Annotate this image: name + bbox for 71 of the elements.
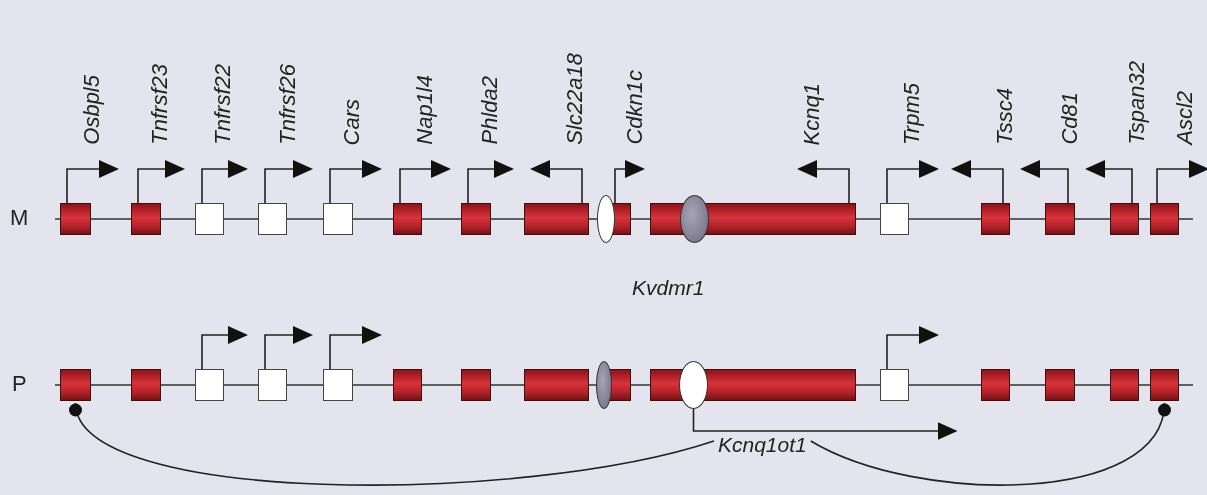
gene-box bbox=[1150, 203, 1179, 235]
transcription-arrow bbox=[1085, 160, 1133, 204]
gene-box bbox=[1045, 203, 1075, 235]
gene-box bbox=[131, 203, 161, 235]
gene-box bbox=[195, 203, 224, 235]
gene-box bbox=[1110, 203, 1139, 235]
transcription-arrow bbox=[886, 160, 939, 204]
gene-name: Trpm5 bbox=[900, 83, 924, 145]
transcription-arrow bbox=[797, 160, 850, 204]
gene-box bbox=[258, 369, 287, 401]
transcription-arrow bbox=[329, 326, 382, 370]
gene-box bbox=[1110, 369, 1139, 401]
transcription-arrow bbox=[264, 160, 313, 204]
connector-line bbox=[809, 402, 1170, 486]
transcription-arrow bbox=[467, 160, 514, 204]
region-label: Kvdmr1 bbox=[632, 276, 705, 300]
gene-box bbox=[393, 203, 422, 235]
gene-name: Osbpl5 bbox=[80, 75, 104, 145]
row-label: P bbox=[12, 371, 27, 397]
transcription-arrow bbox=[399, 160, 451, 204]
row-label: M bbox=[10, 205, 29, 231]
gene-box bbox=[981, 369, 1010, 401]
transcription-arrow bbox=[886, 326, 939, 370]
gene-name: Ascl2 bbox=[1173, 91, 1197, 145]
gene-box bbox=[60, 203, 91, 235]
gene-name: Tnfrsf23 bbox=[148, 64, 172, 145]
transcription-arrow bbox=[329, 160, 382, 204]
gene-box bbox=[608, 369, 631, 401]
oval-marker bbox=[679, 361, 708, 409]
transcription-arrow bbox=[951, 160, 1004, 204]
transcription-arrow bbox=[137, 160, 185, 204]
gene-name: Cars bbox=[340, 98, 364, 145]
gene-name: Phlda2 bbox=[478, 76, 502, 145]
gene-box bbox=[981, 203, 1010, 235]
transcription-arrow bbox=[692, 408, 958, 440]
gene-name: Cdkn1c bbox=[623, 70, 647, 145]
transcription-arrow bbox=[264, 326, 313, 370]
oval-marker bbox=[596, 361, 612, 409]
gene-name: Tspan32 bbox=[1125, 61, 1149, 145]
gene-box bbox=[461, 203, 491, 235]
gene-box bbox=[323, 369, 353, 401]
gene-box bbox=[880, 369, 909, 401]
transcription-arrow bbox=[201, 326, 248, 370]
connector-line bbox=[71, 402, 715, 486]
gene-box bbox=[393, 369, 422, 401]
gene-name: Cd81 bbox=[1058, 92, 1082, 145]
gene-name: Nap1l4 bbox=[413, 75, 437, 145]
transcription-arrow bbox=[530, 160, 583, 204]
gene-box bbox=[880, 203, 909, 235]
gene-box bbox=[258, 203, 287, 235]
gene-box bbox=[1045, 369, 1075, 401]
gene-box bbox=[524, 203, 589, 235]
oval-marker bbox=[597, 195, 615, 243]
gene-box bbox=[1150, 369, 1179, 401]
gene-box bbox=[195, 369, 224, 401]
gene-name: Slc22a18 bbox=[563, 53, 587, 145]
gene-box bbox=[524, 369, 589, 401]
gene-box bbox=[461, 369, 491, 401]
oval-marker bbox=[680, 195, 709, 243]
transcript-label: Kcnq1ot1 bbox=[718, 433, 807, 457]
gene-name: Kcnq1 bbox=[800, 82, 824, 145]
gene-name: Tssc4 bbox=[993, 88, 1017, 145]
gene-name: Tnfrsf26 bbox=[276, 64, 300, 145]
gene-name: Tnfrsf22 bbox=[211, 64, 235, 145]
gene-box bbox=[323, 203, 353, 235]
transcription-arrow bbox=[1156, 160, 1207, 204]
transcription-arrow bbox=[201, 160, 248, 204]
transcription-arrow bbox=[66, 160, 119, 204]
transcription-arrow bbox=[1020, 160, 1069, 204]
gene-box bbox=[131, 369, 161, 401]
gene-box bbox=[60, 369, 91, 401]
